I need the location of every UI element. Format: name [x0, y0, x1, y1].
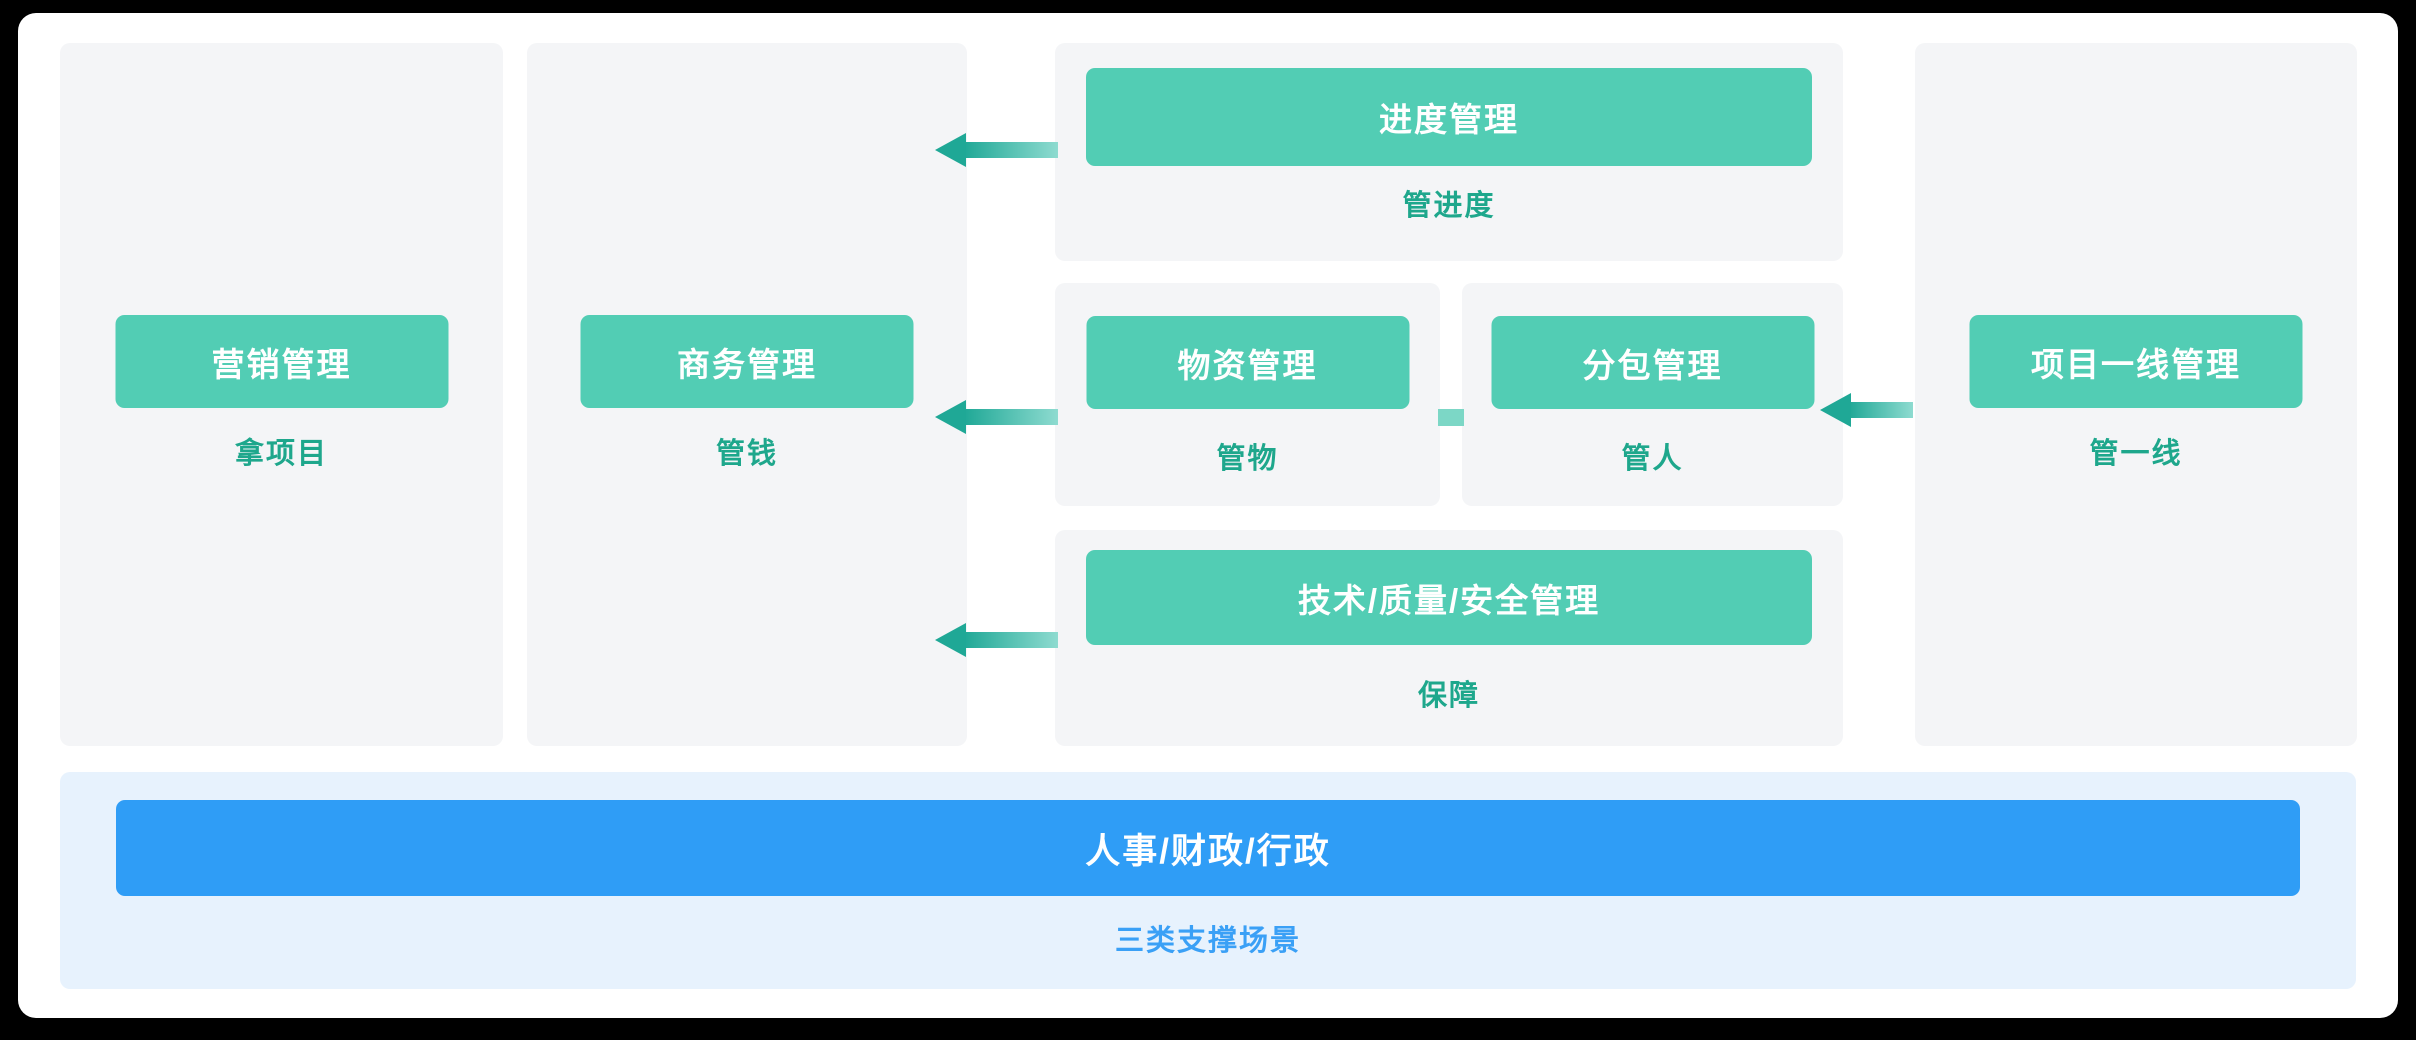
- panel-frontline: 项目一线管理 管一线: [1915, 43, 2357, 746]
- arrow-progress-to-business-icon: [935, 133, 1058, 167]
- frontline-node: 项目一线管理: [1969, 315, 2303, 408]
- arrow-materials-to-business-icon: [935, 400, 1058, 434]
- frontline-caption: 管一线: [2089, 438, 2183, 470]
- marketing-node: 营销管理: [115, 315, 448, 408]
- subcontract-node: 分包管理: [1491, 316, 1814, 409]
- materials-node: 物资管理: [1086, 316, 1409, 409]
- diagram-card: 营销管理 拿项目 商务管理 管钱 进度管理 管进度 物资管理 管物 分包管理 管…: [18, 13, 2398, 1018]
- arrow-shaft: [964, 142, 1058, 158]
- arrow-shaft: [964, 409, 1058, 425]
- tech-node: 技术/质量/安全管理: [1086, 550, 1812, 645]
- panel-support: 人事/财政/行政 三类支撑场景: [60, 772, 2356, 989]
- panel-tech: 技术/质量/安全管理 保障: [1055, 530, 1843, 746]
- arrow-tech-to-business-icon: [935, 623, 1058, 657]
- arrow-head: [935, 400, 966, 434]
- materials-caption: 管物: [1216, 443, 1279, 475]
- arrow-head: [935, 133, 966, 167]
- marketing-caption: 拿项目: [234, 438, 328, 470]
- arrow-shaft: [1849, 402, 1913, 418]
- panel-business: 商务管理 管钱: [527, 43, 967, 746]
- business-node: 商务管理: [580, 315, 914, 408]
- subcontract-caption: 管人: [1621, 443, 1684, 475]
- support-caption: 三类支撑场景: [1114, 925, 1301, 957]
- progress-node: 进度管理: [1086, 68, 1812, 166]
- arrow-head: [935, 623, 966, 657]
- arrow-frontline-to-subcontract-icon: [1820, 393, 1913, 427]
- arrow-head: [1820, 393, 1851, 427]
- progress-caption: 管进度: [1402, 190, 1496, 222]
- support-node: 人事/财政/行政: [116, 800, 2300, 896]
- business-caption: 管钱: [715, 438, 778, 470]
- tech-caption: 保障: [1417, 680, 1480, 712]
- materials-subcontract-connector-icon: [1438, 409, 1464, 426]
- panel-marketing: 营销管理 拿项目: [60, 43, 503, 746]
- panel-subcontract: 分包管理 管人: [1462, 283, 1843, 506]
- panel-progress: 进度管理 管进度: [1055, 43, 1843, 261]
- arrow-shaft: [964, 632, 1058, 648]
- panel-materials: 物资管理 管物: [1055, 283, 1440, 506]
